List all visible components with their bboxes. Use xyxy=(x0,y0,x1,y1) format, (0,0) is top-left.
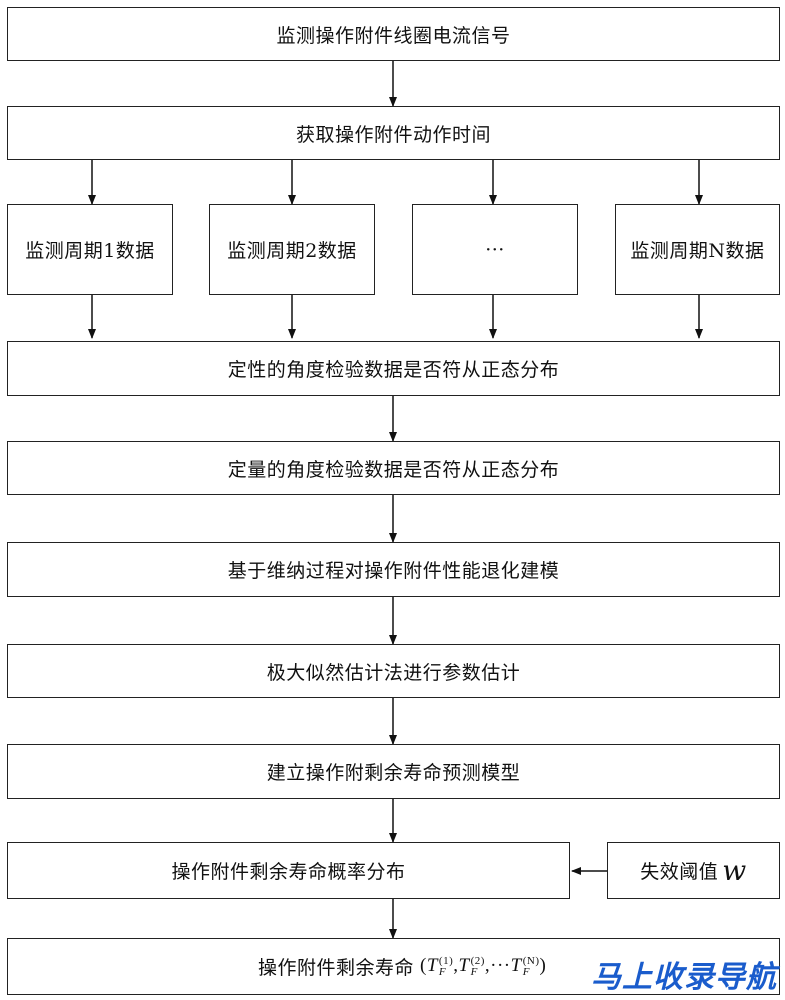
period-label: ··· xyxy=(485,238,505,261)
watermark-logo: 马上收录导航 xyxy=(591,960,777,995)
step-monitor-coil-current: 监测操作附件线圈电流信号 xyxy=(7,7,780,61)
step-qualitative-normality-test: 定性的角度检验数据是否符从正态分布 xyxy=(7,341,780,396)
period-2-data: 监测周期2数据 xyxy=(209,204,375,295)
period-ellipsis: ··· xyxy=(412,204,578,295)
step-label: 基于维纳过程对操作附件性能退化建模 xyxy=(227,560,560,582)
formula-sup-1: (1) xyxy=(438,954,454,967)
formula-tn: T xyxy=(510,955,522,977)
formula-open-paren: ( xyxy=(420,955,427,977)
formula-t2: T xyxy=(458,955,470,977)
step-label: 监测操作附件线圈电流信号 xyxy=(276,24,511,47)
formula-sup-n: (N) xyxy=(522,954,540,967)
formula-t2-scripts: (2)F xyxy=(470,954,485,978)
step-label: 定性的角度检验数据是否符从正态分布 xyxy=(227,359,560,381)
period-label: 监测周期N数据 xyxy=(630,240,765,262)
step-remaining-useful-life: 操作附件剩余寿命 (T(1)F,T(2)F,···T(N)F) xyxy=(7,938,780,995)
formula-t1-scripts: (1)F xyxy=(438,954,454,978)
period-label: 监测周期2数据 xyxy=(227,240,357,262)
formula-ellipsis: ,··· xyxy=(484,955,511,977)
step-label: 建立操作附剩余寿命预测模型 xyxy=(266,762,521,784)
threshold-label: 失效阈值 xyxy=(640,861,719,883)
formula-sub-f1: F xyxy=(438,965,447,978)
failure-threshold-box: 失效阈值 w xyxy=(607,842,780,899)
step-label: 极大似然估计法进行参数估计 xyxy=(266,661,521,684)
formula-t1: T xyxy=(426,955,438,977)
period-label: 监测周期1数据 xyxy=(25,240,155,262)
period-n-data: 监测周期N数据 xyxy=(615,204,780,295)
step-wiener-process-modeling: 基于维纳过程对操作附件性能退化建模 xyxy=(7,542,780,597)
formula-close-paren: ) xyxy=(539,955,547,977)
step-mle-parameter-estimation: 极大似然估计法进行参数估计 xyxy=(7,644,780,698)
step-label: 定量的角度检验数据是否符从正态分布 xyxy=(227,458,560,481)
step-label: 操作附件剩余寿命 xyxy=(258,957,415,979)
formula-tn-scripts: (N)F xyxy=(522,954,540,978)
step-build-rul-model: 建立操作附剩余寿命预测模型 xyxy=(7,744,780,799)
step-label: 操作附件剩余寿命概率分布 xyxy=(171,861,406,883)
period-1-data: 监测周期1数据 xyxy=(7,204,173,295)
formula-sub-fn: F xyxy=(522,965,530,978)
step-rul-probability-distribution: 操作附件剩余寿命概率分布 xyxy=(7,842,570,899)
rul-formula: (T(1)F,T(2)F,···T(N)F) xyxy=(420,955,546,978)
step-quantitative-normality-test: 定量的角度检验数据是否符从正态分布 xyxy=(7,441,780,495)
formula-sub-f2: F xyxy=(470,965,478,978)
formula-sup-2: (2) xyxy=(470,954,485,967)
threshold-variable: w xyxy=(722,854,747,887)
step-label: 获取操作附件动作时间 xyxy=(295,123,491,146)
step-get-action-time: 获取操作附件动作时间 xyxy=(7,106,780,160)
formula-separator: , xyxy=(453,955,459,977)
